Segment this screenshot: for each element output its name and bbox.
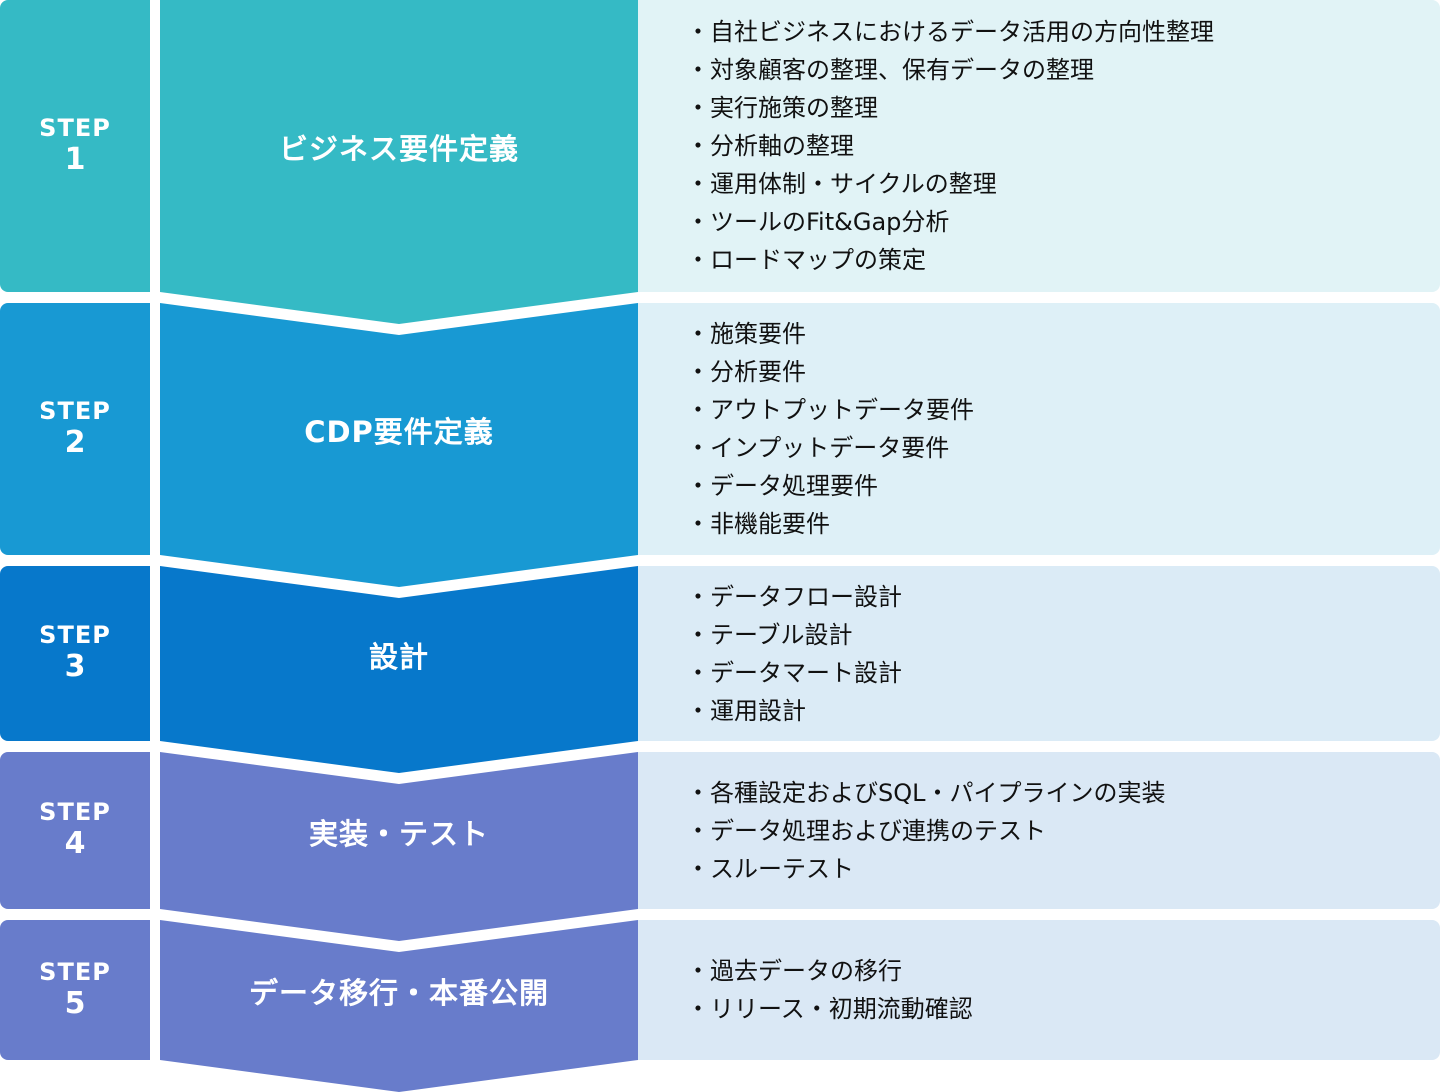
- detail-item: データマート設計: [686, 654, 1440, 692]
- chevron-path: [160, 920, 638, 1092]
- detail-item: 各種設定およびSQL・パイプラインの実装: [686, 774, 1440, 812]
- chevron-shape: [160, 303, 638, 587]
- step-detail-list: 自社ビジネスにおけるデータ活用の方向性整理対象顧客の整理、保有データの整理実行施…: [686, 13, 1440, 279]
- phase-chevron: [160, 303, 638, 587]
- step-label: STEP: [39, 957, 111, 986]
- chevron-path: [160, 566, 638, 773]
- chevron-shape: [160, 920, 638, 1092]
- chevron-path: [160, 303, 638, 587]
- phase-title: CDP要件定義: [304, 415, 494, 449]
- step-label: STEP: [39, 621, 111, 650]
- step-detail-list: 過去データの移行リリース・初期流動確認: [686, 952, 1440, 1028]
- detail-item: 施策要件: [686, 315, 1440, 353]
- step-detail-panel: 自社ビジネスにおけるデータ活用の方向性整理対象顧客の整理、保有データの整理実行施…: [638, 0, 1440, 292]
- step-number: 5: [64, 985, 86, 1021]
- chevron-path: [160, 0, 638, 324]
- detail-item: データ処理および連携のテスト: [686, 812, 1440, 850]
- detail-item: アウトプットデータ要件: [686, 391, 1440, 429]
- step-detail-list: 各種設定およびSQL・パイプラインの実装データ処理および連携のテストスルーテスト: [686, 774, 1440, 888]
- chevron-shape: [160, 752, 638, 941]
- step-label: STEP: [39, 798, 111, 827]
- detail-item: ロードマップの策定: [686, 241, 1440, 279]
- detail-item: 運用設計: [686, 692, 1440, 730]
- detail-item: 分析要件: [686, 353, 1440, 391]
- detail-item: 運用体制・サイクルの整理: [686, 165, 1440, 203]
- phase-title: データ移行・本番公開: [248, 976, 549, 1010]
- detail-item: インプットデータ要件: [686, 429, 1440, 467]
- phase-title: ビジネス要件定義: [278, 132, 519, 166]
- step-detail-panel: データフロー設計テーブル設計データマート設計運用設計: [638, 566, 1440, 741]
- phase-chevron: [160, 752, 638, 941]
- detail-item: 実行施策の整理: [686, 89, 1440, 127]
- detail-item: テーブル設計: [686, 616, 1440, 654]
- detail-item: スルーテスト: [686, 850, 1440, 888]
- detail-item: 自社ビジネスにおけるデータ活用の方向性整理: [686, 13, 1440, 51]
- step-number: 4: [64, 826, 86, 862]
- step-number: 2: [64, 424, 86, 460]
- detail-item: ツールのFit&Gap分析: [686, 203, 1440, 241]
- phase-title: 設計: [368, 639, 429, 674]
- step-number: 1: [64, 141, 86, 177]
- step-number: 3: [64, 649, 86, 685]
- step-detail-list: 施策要件分析要件アウトプットデータ要件インプットデータ要件データ処理要件非機能要…: [686, 315, 1440, 543]
- chevron-path: [160, 752, 638, 941]
- step-detail-list: データフロー設計テーブル設計データマート設計運用設計: [686, 578, 1440, 730]
- phase-chevron: [160, 566, 638, 773]
- detail-item: リリース・初期流動確認: [686, 990, 1440, 1028]
- chevron-shape: [160, 566, 638, 773]
- detail-item: データフロー設計: [686, 578, 1440, 616]
- detail-item: データ処理要件: [686, 467, 1440, 505]
- step-label: STEP: [39, 396, 111, 425]
- detail-item: 過去データの移行: [686, 952, 1440, 990]
- phase-title: 実装・テスト: [308, 816, 489, 851]
- detail-item: 非機能要件: [686, 505, 1440, 543]
- step-detail-panel: 各種設定およびSQL・パイプラインの実装データ処理および連携のテストスルーテスト: [638, 752, 1440, 909]
- detail-item: 対象顧客の整理、保有データの整理: [686, 51, 1440, 89]
- step-label: STEP: [39, 113, 111, 142]
- detail-item: 分析軸の整理: [686, 127, 1440, 165]
- step-detail-panel: 施策要件分析要件アウトプットデータ要件インプットデータ要件データ処理要件非機能要…: [638, 303, 1440, 555]
- phase-chevron: [160, 0, 638, 324]
- phase-chevron: [160, 920, 638, 1092]
- step-detail-panel: 過去データの移行リリース・初期流動確認: [638, 920, 1440, 1060]
- chevron-shape: [160, 0, 638, 324]
